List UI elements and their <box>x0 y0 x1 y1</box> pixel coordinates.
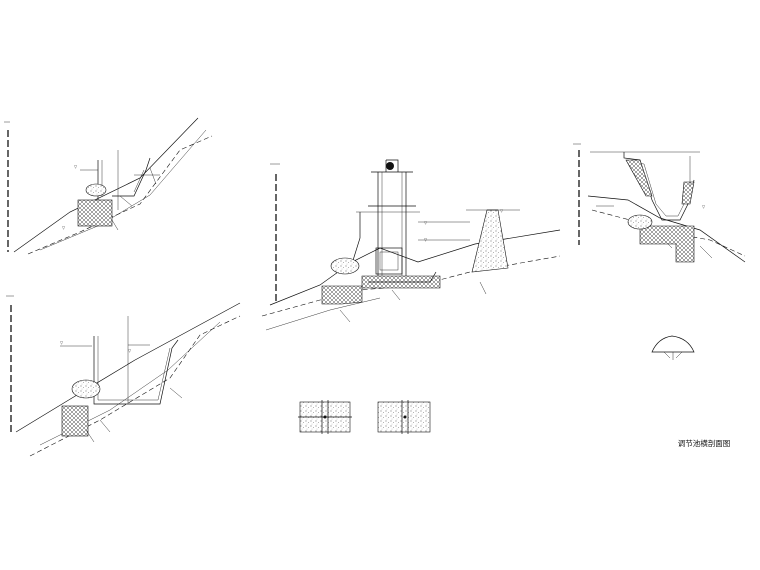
elevation-mark-3c: ▽ <box>500 208 504 213</box>
planting-detail <box>651 335 695 360</box>
ground-line-1 <box>13 117 199 253</box>
section-4: ▽ <box>573 143 746 263</box>
joint-detail-a <box>298 400 352 434</box>
slope-line-2 <box>29 315 241 457</box>
channel-inner-2 <box>97 336 171 401</box>
sluice-inner <box>356 172 420 285</box>
elevation-mark-2b: ▽ <box>128 348 132 353</box>
elevation-mark-3a: ▽ <box>424 220 428 225</box>
ground-line-2 <box>15 302 241 433</box>
dim-line-1 <box>80 150 160 210</box>
leader-lines-4 <box>659 235 713 259</box>
leader-lines-1 <box>111 167 157 231</box>
elevation-mark-1b: ▽ <box>62 225 66 230</box>
slope-line-1 <box>27 135 213 255</box>
foundation-step-3a <box>321 285 363 305</box>
foundation-step-4 <box>639 225 695 263</box>
gabion-rock-1 <box>85 183 107 197</box>
leader-lines-2 <box>85 387 183 443</box>
elevation-mark-4a: ▽ <box>702 204 706 209</box>
drawing-title: 调节池横剖面图 <box>678 438 731 448</box>
channel-bed-3 <box>368 271 437 283</box>
dim-line-2 <box>60 316 150 404</box>
gabion-rock-2 <box>71 379 101 399</box>
ground-line-4 <box>587 195 746 263</box>
foundation-block-2 <box>61 405 89 437</box>
elevation-mark-1a: ▽ <box>74 164 78 169</box>
dim-line-3 <box>418 209 520 241</box>
joint-detail-b-dot <box>403 415 407 419</box>
gabion-rock-4 <box>627 214 653 230</box>
leader-lines-3 <box>339 281 487 323</box>
joint-detail-b-lines <box>401 400 409 434</box>
channel-wall-2 <box>93 336 179 405</box>
dim-line-4 <box>590 151 700 207</box>
foundation-block-1 <box>77 199 113 227</box>
hoist-wheel-icon <box>386 162 394 170</box>
channel-inner-1 <box>101 160 145 196</box>
joint-detail-b <box>377 400 431 434</box>
slope-line-3b <box>265 297 381 331</box>
gate-chamber-inner <box>379 251 399 271</box>
ground-line-3 <box>269 229 561 306</box>
channel-lining-4b <box>681 181 695 205</box>
channel-lining-4a <box>625 159 653 197</box>
trapezoid-dam <box>471 209 509 273</box>
plant-crown-icon <box>651 335 695 353</box>
gabion-rock-3 <box>330 257 360 275</box>
section-1: ▽ ▽ <box>4 117 213 255</box>
section-2: ▽ ▽ <box>6 295 241 457</box>
elevation-mark-2a: ▽ <box>60 340 64 345</box>
slope-line-1b <box>39 129 207 251</box>
section-3: ▽ ▽ ▽ <box>261 159 561 331</box>
plant-stems <box>663 351 683 360</box>
gate-chamber <box>375 247 403 275</box>
channel-wall-1 <box>97 157 151 200</box>
sluice-frame <box>349 172 416 288</box>
joint-detail-a-dot <box>323 415 327 419</box>
elevation-mark-3b: ▽ <box>424 237 428 242</box>
